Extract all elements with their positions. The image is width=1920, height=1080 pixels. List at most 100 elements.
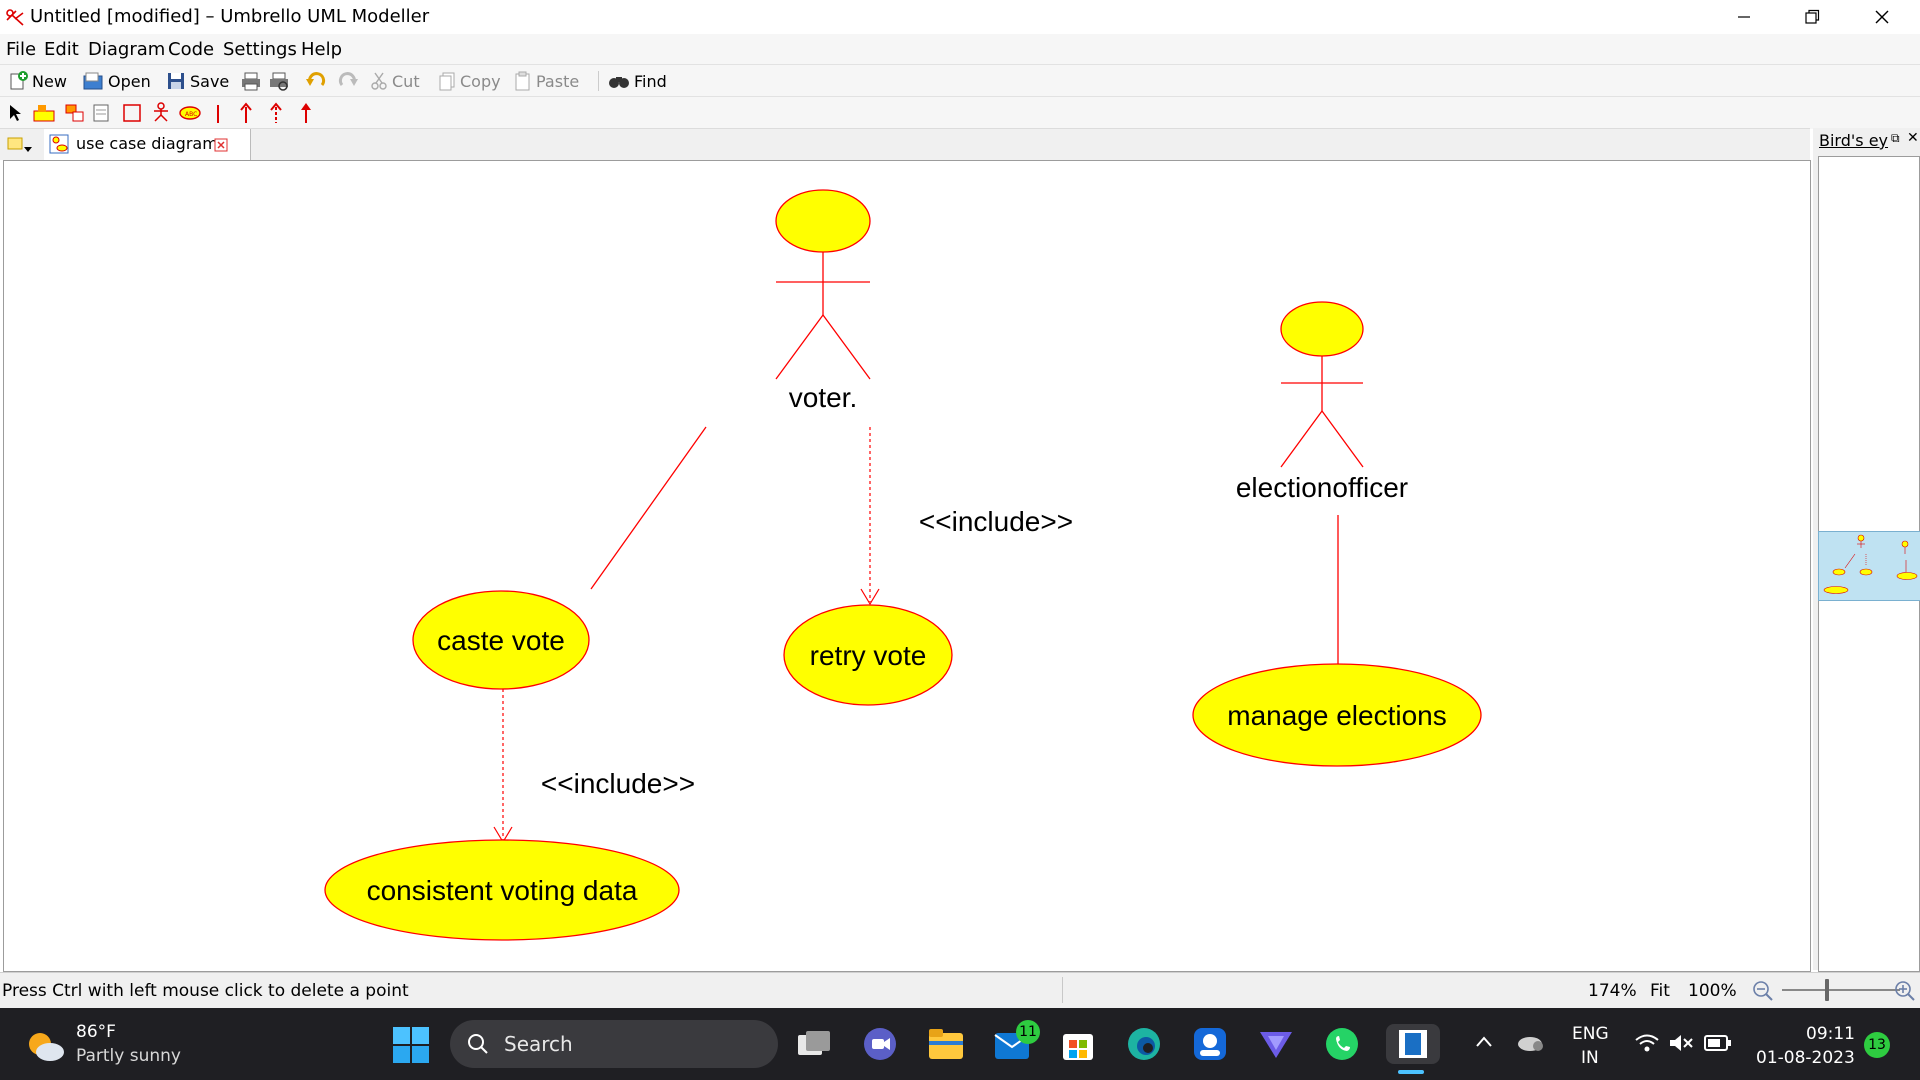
menu-diagram[interactable]: Diagram bbox=[88, 39, 166, 60]
menu-edit[interactable]: Edit bbox=[44, 39, 79, 60]
use-case-tool-icon[interactable]: ABC bbox=[178, 103, 202, 123]
float-panel-icon[interactable]: ⧉ bbox=[1891, 131, 1900, 145]
window-title: Untitled [modified] – Umbrello UML Model… bbox=[30, 6, 430, 27]
menu-help[interactable]: Help bbox=[301, 39, 343, 60]
zoom-100-button[interactable]: 100% bbox=[1688, 981, 1737, 1001]
umbrello-logo-icon bbox=[6, 9, 24, 26]
save-button[interactable]: Save bbox=[166, 69, 229, 93]
battery-icon[interactable] bbox=[1704, 1034, 1732, 1052]
zoom-level: 174% bbox=[1588, 981, 1637, 1001]
redo-button[interactable] bbox=[336, 69, 360, 93]
minimize-button[interactable] bbox=[1710, 0, 1778, 34]
copy-button[interactable]: Copy bbox=[438, 69, 501, 93]
association-tool-icon[interactable] bbox=[214, 103, 222, 125]
rectangle-tool-icon[interactable] bbox=[122, 103, 142, 123]
open-button[interactable]: Open bbox=[82, 69, 151, 93]
diagram-tab-bar: use case diagram bbox=[0, 128, 1810, 160]
scissors-icon bbox=[371, 72, 387, 90]
zoom-in-icon[interactable] bbox=[1894, 979, 1918, 1003]
notification-badge[interactable]: 13 bbox=[1864, 1032, 1890, 1058]
actor-tool-icon[interactable] bbox=[150, 101, 172, 123]
find-button[interactable]: Find bbox=[608, 69, 667, 93]
print-preview-button[interactable] bbox=[268, 69, 290, 93]
teams-chat-icon[interactable] bbox=[860, 1024, 900, 1064]
association-voter-caste-vote[interactable] bbox=[590, 426, 707, 590]
directed-association-tool-icon[interactable] bbox=[238, 101, 254, 125]
open-folder-icon bbox=[83, 72, 103, 90]
cut-label: Cut bbox=[392, 71, 420, 91]
box-tool-icon[interactable] bbox=[64, 103, 86, 123]
include-label-2: <<include>> bbox=[541, 768, 695, 799]
note-xyz-icon[interactable] bbox=[32, 103, 56, 123]
menu-file[interactable]: File bbox=[6, 39, 37, 60]
whatsapp-icon[interactable] bbox=[1322, 1024, 1362, 1064]
print-button[interactable] bbox=[240, 69, 262, 93]
region-indicator[interactable]: IN bbox=[1581, 1048, 1599, 1068]
paste-button[interactable]: Paste bbox=[514, 69, 579, 93]
umbrello-taskbar-icon[interactable] bbox=[1386, 1024, 1440, 1064]
vpn-triangle-icon[interactable] bbox=[1256, 1024, 1296, 1064]
speaker-muted-icon[interactable] bbox=[1668, 1032, 1694, 1054]
save-label: Save bbox=[190, 71, 230, 91]
text-note-icon[interactable] bbox=[92, 103, 110, 123]
use-case-consistent-voting-data[interactable]: consistent voting data bbox=[324, 839, 680, 941]
tab-use-case-diagram[interactable]: use case diagram bbox=[44, 129, 251, 160]
weather-temp: 86°F bbox=[76, 1022, 116, 1042]
mail-badge: 11 bbox=[1016, 1020, 1040, 1044]
actor-voter[interactable]: voter. bbox=[775, 189, 871, 413]
task-view-icon[interactable] bbox=[794, 1024, 834, 1064]
close-button[interactable] bbox=[1848, 0, 1916, 34]
weather-description: Partly sunny bbox=[76, 1046, 181, 1066]
menu-code[interactable]: Code bbox=[168, 39, 215, 60]
cut-button[interactable]: Cut bbox=[370, 69, 420, 93]
menu-settings[interactable]: Settings bbox=[223, 39, 297, 60]
file-explorer-icon[interactable] bbox=[926, 1024, 966, 1064]
wifi-icon[interactable] bbox=[1634, 1032, 1660, 1054]
close-tab-icon[interactable] bbox=[214, 138, 228, 152]
use-case-caste-vote[interactable]: caste vote bbox=[412, 590, 590, 690]
restore-icon bbox=[1805, 9, 1820, 24]
diagram-canvas[interactable]: voter. electionofficer <<include>> <<inc… bbox=[3, 160, 1811, 972]
language-indicator[interactable]: ENG bbox=[1572, 1024, 1609, 1044]
generalization-tool-icon[interactable] bbox=[298, 101, 314, 125]
chevron-up-icon[interactable] bbox=[1474, 1034, 1494, 1050]
onedrive-cloud-icon[interactable] bbox=[1516, 1030, 1546, 1054]
zoom-fit-button[interactable]: Fit bbox=[1650, 981, 1670, 1001]
close-panel-icon[interactable]: ✕ bbox=[1907, 130, 1919, 146]
active-app-indicator bbox=[1398, 1070, 1424, 1074]
minimize-icon bbox=[1738, 16, 1750, 18]
birds-eye-header: Bird's ey ⧉ ✕ bbox=[1813, 128, 1920, 154]
zoom-slider-handle[interactable] bbox=[1825, 979, 1829, 1001]
select-arrow-icon[interactable] bbox=[8, 103, 24, 123]
birds-eye-view[interactable] bbox=[1818, 156, 1920, 972]
use-case-manage-elections[interactable]: manage elections bbox=[1192, 663, 1482, 767]
zoom-slider[interactable] bbox=[1782, 989, 1900, 991]
clock-date[interactable]: 01-08-2023 bbox=[1756, 1048, 1855, 1068]
dependency-tool-icon[interactable] bbox=[268, 101, 284, 125]
tab-label: use case diagram bbox=[76, 134, 218, 153]
uml-diagram: voter. electionofficer <<include>> <<inc… bbox=[324, 189, 1482, 941]
zoom-out-icon[interactable] bbox=[1752, 979, 1774, 1003]
use-case-label: retry vote bbox=[810, 640, 927, 671]
search-icon bbox=[468, 1034, 488, 1054]
microsoft-store-icon[interactable] bbox=[1058, 1024, 1098, 1064]
mail-icon[interactable]: 11 bbox=[992, 1020, 1040, 1064]
paste-label: Paste bbox=[536, 71, 580, 91]
weather-widget[interactable]: 86°F Partly sunny bbox=[24, 1020, 224, 1070]
new-button[interactable]: New bbox=[8, 69, 67, 93]
windows-start-icon[interactable] bbox=[392, 1026, 430, 1064]
undo-button[interactable] bbox=[304, 69, 328, 93]
open-label: Open bbox=[108, 71, 151, 91]
printer-icon bbox=[242, 72, 260, 91]
taskbar-search[interactable]: Search bbox=[450, 1020, 778, 1068]
restore-button[interactable] bbox=[1778, 0, 1846, 34]
app-blue-icon[interactable] bbox=[1190, 1024, 1230, 1064]
use-case-diagram-icon bbox=[49, 134, 69, 154]
edge-browser-icon[interactable] bbox=[1124, 1024, 1164, 1064]
birds-eye-viewport[interactable] bbox=[1818, 531, 1920, 601]
use-case-retry-vote[interactable]: retry vote bbox=[783, 604, 953, 706]
clock-time[interactable]: 09:11 bbox=[1806, 1024, 1855, 1044]
actor-electionofficer[interactable]: electionofficer bbox=[1236, 301, 1408, 503]
birds-eye-title: Bird's ey bbox=[1819, 131, 1889, 150]
new-diagram-dropdown-icon[interactable] bbox=[6, 135, 32, 155]
